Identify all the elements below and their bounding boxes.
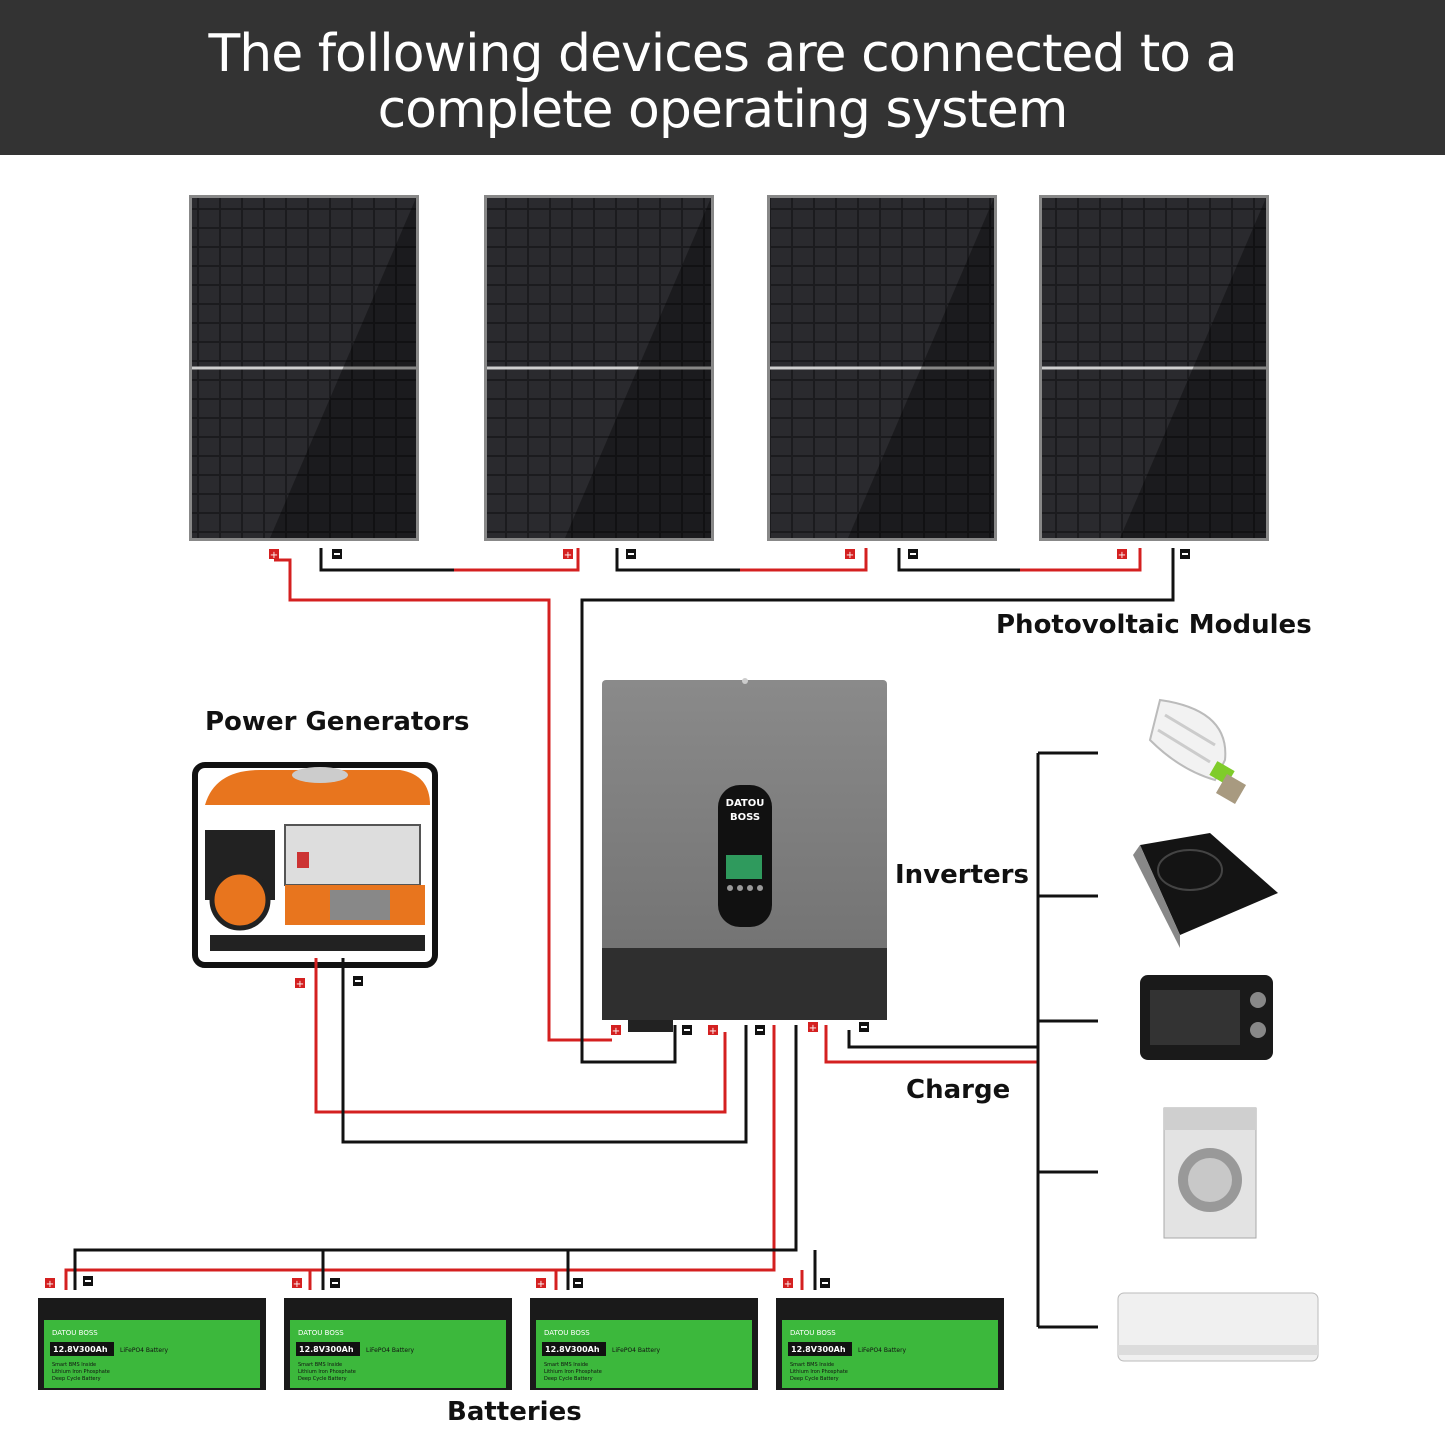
inverter-brand-line1: DATOU (726, 798, 765, 809)
inverter-terminals: + + + (611, 1022, 869, 1037)
solar-panel-2 (484, 195, 714, 541)
inverter (602, 678, 887, 1032)
load-wiring (824, 751, 1098, 1329)
battery-spec1: Smart BMS Inside (52, 1362, 96, 1368)
generator-wiring (314, 958, 748, 1144)
batteries-label: Batteries (447, 1397, 582, 1427)
svg-text:+: + (46, 1279, 54, 1290)
battery-chemistry: LiFePO4 Battery (612, 1347, 661, 1354)
air-conditioner-icon (1117, 1292, 1319, 1362)
battery-brand: DATOU BOSS (298, 1329, 344, 1337)
toaster-oven-icon (1140, 975, 1273, 1060)
battery-terminals: + + + + (45, 1276, 830, 1290)
generator-terminals: + (295, 976, 363, 990)
battery-model: 12.8V300Ah (545, 1345, 600, 1354)
battery-4 (776, 1298, 1004, 1390)
battery-model: 12.8V300Ah (299, 1345, 354, 1354)
battery-chemistry: LiFePO4 Battery (120, 1347, 169, 1354)
title-line-2: complete operating system (377, 80, 1069, 140)
title-line-1: The following devices are connected to a (208, 24, 1237, 84)
battery-spec2: Lithium Iron Phosphate (790, 1369, 848, 1375)
power-generators-label: Power Generators (205, 707, 470, 737)
photovoltaic-modules-label: Photovoltaic Modules (996, 610, 1312, 640)
battery-model: 12.8V300Ah (791, 1345, 846, 1354)
svg-text:+: + (293, 1279, 301, 1290)
solar-panel-3 (767, 195, 997, 541)
battery-spec2: Lithium Iron Phosphate (298, 1369, 356, 1375)
charge-label: Charge (906, 1075, 1011, 1105)
battery-chemistry: LiFePO4 Battery (858, 1347, 907, 1354)
battery-wiring (64, 1025, 817, 1290)
svg-text:+: + (270, 550, 278, 561)
svg-text:+: + (784, 1279, 792, 1290)
svg-text:+: + (1118, 550, 1126, 561)
battery-spec3: Deep Cycle Battery (544, 1376, 593, 1382)
inverter-brand-line2: BOSS (730, 812, 760, 823)
battery-spec3: Deep Cycle Battery (298, 1376, 347, 1382)
battery-spec3: Deep Cycle Battery (52, 1376, 101, 1382)
power-generator (192, 762, 438, 968)
title-banner: The following devices are connected to a… (0, 0, 1445, 155)
solar-panel-1 (189, 195, 419, 541)
svg-text:+: + (846, 550, 854, 561)
inverters-label: Inverters (895, 860, 1029, 890)
svg-text:+: + (612, 1026, 620, 1037)
svg-text:+: + (709, 1026, 717, 1037)
svg-text:+: + (809, 1023, 817, 1034)
svg-text:+: + (537, 1279, 545, 1290)
battery-spec3: Deep Cycle Battery (790, 1376, 839, 1382)
battery-labels: DATOU BOSS 12.8V300Ah LiFePO4 Battery Sm… (52, 1329, 907, 1382)
panel-terminals: + + + + (269, 549, 1190, 561)
light-bulb-icon (1148, 698, 1247, 805)
panel-wiring (274, 548, 1175, 1064)
battery-chemistry: LiFePO4 Battery (366, 1347, 415, 1354)
battery-2 (284, 1298, 512, 1390)
battery-spec2: Lithium Iron Phosphate (52, 1369, 110, 1375)
induction-cooker-icon (1133, 833, 1278, 948)
battery-spec1: Smart BMS Inside (790, 1362, 834, 1368)
svg-text:+: + (564, 550, 572, 561)
solar-panel-4 (1039, 195, 1269, 541)
battery-brand: DATOU BOSS (52, 1329, 98, 1337)
battery-3 (530, 1298, 758, 1390)
battery-1 (38, 1298, 266, 1390)
battery-brand: DATOU BOSS (790, 1329, 836, 1337)
battery-brand: DATOU BOSS (544, 1329, 590, 1337)
battery-spec1: Smart BMS Inside (544, 1362, 588, 1368)
washing-machine-icon (1163, 1107, 1257, 1239)
svg-text:+: + (296, 979, 304, 990)
battery-spec2: Lithium Iron Phosphate (544, 1369, 602, 1375)
battery-spec1: Smart BMS Inside (298, 1362, 342, 1368)
battery-model: 12.8V300Ah (53, 1345, 108, 1354)
